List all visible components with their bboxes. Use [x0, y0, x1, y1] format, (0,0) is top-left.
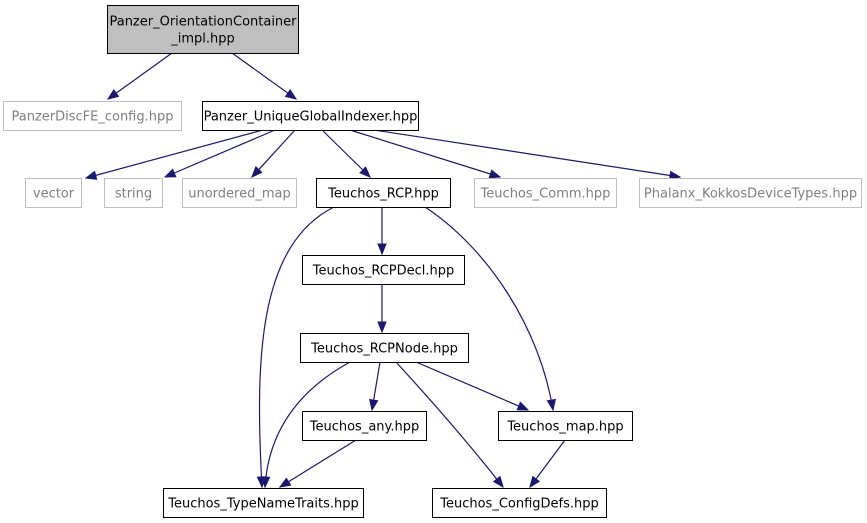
edge-orientation-to-ugi — [231, 52, 298, 100]
arrowhead — [260, 476, 271, 489]
node-map[interactable]: Teuchos_map.hpp — [498, 411, 633, 441]
edge-map-to-configdefs — [529, 439, 566, 489]
node-box — [182, 178, 297, 208]
arrowhead — [377, 243, 387, 256]
edge-any-to-typename — [278, 439, 357, 488]
node-rcpnode[interactable]: Teuchos_RCPNode.hpp — [300, 333, 469, 363]
arrowhead — [516, 401, 530, 411]
edge-line — [424, 206, 554, 411]
node-box — [3, 101, 182, 131]
node-discfe[interactable]: PanzerDiscFE_config.hpp — [3, 101, 182, 131]
edge-line — [415, 361, 529, 411]
edge-ugi-to-vector — [84, 129, 264, 180]
node-box — [432, 488, 607, 518]
arrowhead — [369, 398, 379, 412]
edge-ugi-to-phalanx — [373, 129, 682, 181]
edge-line — [373, 129, 681, 178]
node-box — [639, 178, 862, 208]
node-box — [25, 178, 82, 208]
node-label: Teuchos_RCPNode.hpp — [310, 342, 458, 357]
node-box — [302, 255, 465, 285]
edge-rcpnode-to-any — [369, 361, 381, 412]
node-box — [104, 178, 163, 208]
arrowhead — [106, 89, 120, 100]
nodes-layer: Panzer_OrientationContainer_impl.hppPanz… — [3, 5, 862, 518]
arrowhead — [284, 89, 298, 100]
edge-line — [107, 52, 173, 100]
node-label: Panzer_OrientationContainer — [109, 15, 297, 30]
edge-line — [164, 129, 276, 178]
node-box — [302, 411, 427, 441]
node-any[interactable]: Teuchos_any.hpp — [302, 411, 427, 441]
node-rcpdecl[interactable]: Teuchos_RCPDecl.hpp — [302, 255, 465, 285]
arrowhead — [546, 398, 556, 412]
node-box — [300, 333, 469, 363]
node-configdefs[interactable]: Teuchos_ConfigDefs.hpp — [432, 488, 607, 518]
node-label: Teuchos_Comm.hpp — [480, 187, 611, 202]
node-vector[interactable]: vector — [25, 178, 82, 208]
arrowhead — [488, 169, 502, 179]
edge-line — [258, 206, 335, 488]
node-string[interactable]: string — [104, 178, 163, 208]
node-label: Teuchos_TypeNameTraits.hpp — [167, 497, 359, 512]
node-label: vector — [33, 187, 75, 202]
node-label: PanzerDiscFE_config.hpp — [11, 110, 173, 125]
node-phalanx[interactable]: Phalanx_KokkosDeviceTypes.hpp — [639, 178, 862, 208]
edge-ugi-to-rcp — [321, 129, 371, 178]
node-box — [498, 411, 633, 441]
edge-line — [349, 129, 501, 178]
node-box — [202, 101, 419, 131]
arrowhead — [163, 168, 177, 178]
edge-orientation-to-discfe — [106, 52, 173, 100]
node-label: _impl.hpp — [170, 32, 235, 47]
node-label: unordered_map — [188, 187, 291, 202]
node-comm[interactable]: Teuchos_Comm.hpp — [474, 178, 617, 208]
edges-layer — [84, 52, 682, 489]
edge-rcpdecl-to-rcpnode — [377, 284, 387, 334]
node-typename[interactable]: Teuchos_TypeNameTraits.hpp — [163, 488, 364, 518]
edge-ugi-to-comm — [349, 129, 502, 179]
node-label: Phalanx_KokkosDeviceTypes.hpp — [644, 187, 857, 202]
node-label: Teuchos_map.hpp — [506, 420, 623, 435]
node-label: Teuchos_any.hpp — [309, 420, 420, 435]
arrowhead — [492, 475, 504, 489]
edge-line — [231, 52, 297, 100]
node-box — [474, 178, 617, 208]
node-ugi[interactable]: Panzer_UniqueGlobalIndexer.hpp — [202, 101, 419, 131]
edge-rcpnode-to-map — [415, 361, 530, 411]
node-label: string — [115, 187, 152, 202]
arrowhead — [529, 475, 541, 489]
node-label: Panzer_UniqueGlobalIndexer.hpp — [204, 110, 418, 125]
edge-line — [85, 129, 264, 179]
edge-ugi-to-string — [163, 129, 276, 178]
node-orientation[interactable]: Panzer_OrientationContainer _impl.hpp — [107, 5, 299, 54]
edge-rcpnode-to-typename — [260, 361, 351, 489]
edge-line — [321, 129, 371, 178]
arrowhead — [84, 170, 98, 180]
edge-ugi-to-umap — [251, 129, 296, 178]
node-label: Teuchos_RCP.hpp — [327, 187, 439, 202]
node-box — [107, 5, 299, 54]
node-rcp[interactable]: Teuchos_RCP.hpp — [316, 178, 451, 208]
edge-rcpnode-to-configdefs — [395, 361, 504, 489]
arrowhead — [359, 166, 371, 178]
node-box — [316, 178, 451, 208]
arrowhead — [377, 321, 387, 334]
edge-line — [264, 361, 351, 488]
edge-rcp-to-map — [424, 206, 556, 412]
edge-rcp-to-rcpdecl — [377, 207, 387, 256]
edge-line — [279, 439, 357, 488]
node-label: Teuchos_RCPDecl.hpp — [312, 264, 455, 279]
arrowhead — [251, 166, 263, 178]
edge-line — [251, 129, 296, 178]
edge-line — [395, 361, 504, 488]
node-umap[interactable]: unordered_map — [182, 178, 297, 208]
node-box — [163, 488, 364, 518]
arrowhead — [278, 477, 292, 488]
node-label: Teuchos_ConfigDefs.hpp — [439, 497, 599, 512]
